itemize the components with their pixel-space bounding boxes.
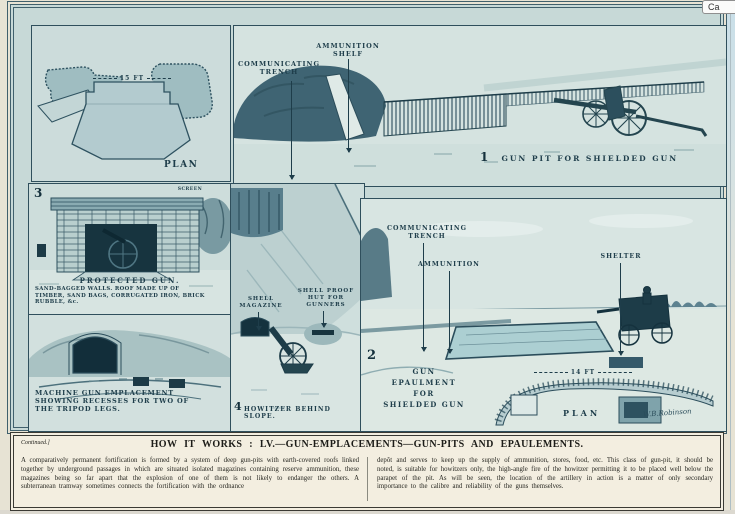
panel-plan-view: 15 FT PLAN <box>31 25 231 182</box>
machine-gun-caption: MACHINE GUN EMPLACEMENT SHOWING RECESSES… <box>35 389 189 414</box>
column-divider <box>367 457 368 501</box>
epaulment-caption: GUN EPAULMENT FOR SHIELDED GUN <box>383 367 465 409</box>
corner-button[interactable]: Ca <box>702 0 735 14</box>
panel-gun-pit: AMMUNITION SHELF COMMUNICATING TRENCH 1 … <box>233 25 727 187</box>
plan-caption: PLAN <box>164 160 199 170</box>
panel-number-1: 1 <box>480 150 489 164</box>
shell-proof-hut-arrow <box>320 311 327 328</box>
article-heading: HOW IT WORKS : LV.—GUN-EMPLACEMENTS—GUN-… <box>150 439 584 450</box>
footer-text-block: Continued.] HOW IT WORKS : LV.—GUN-EMPLA… <box>10 432 724 511</box>
panel-number-2: 2 <box>367 348 377 363</box>
epaulment-plan-label: PLAN <box>563 408 601 418</box>
page-edge-right <box>724 0 735 514</box>
shell-magazine-label: SHELL MAGAZINE <box>239 296 283 309</box>
panel-howitzer: SHELL MAGAZINE SHELL PROOF HUT FOR GUNNE… <box>230 183 365 432</box>
dimension-text: 14 FT <box>570 369 596 376</box>
dimension-text: 15 FT <box>119 75 145 82</box>
protected-gun-title: PROTECTED GUN. <box>79 276 181 285</box>
article-column-right: depôt and serves to keep up the supply o… <box>377 457 713 491</box>
panel-epaulment: COMMUNICATING TRENCH AMMUNITION SHELTER … <box>360 198 727 432</box>
illustration-plate: 15 FT PLAN <box>10 4 727 432</box>
shell-magazine-arrow <box>255 312 262 331</box>
gun-pit-caption-text: GUN PIT FOR SHIELDED GUN <box>501 154 679 163</box>
panel-number-3: 3 <box>34 186 43 200</box>
plan-dimension-15ft: 15 FT <box>90 75 174 82</box>
protected-gun-description: SAND-BAGGED WALLS. ROOF MADE UP OF TIMBE… <box>35 286 205 306</box>
howitzer-illustration <box>231 184 364 431</box>
communicating-trench-label: COMMUNICATING TRENCH <box>237 60 321 77</box>
epaulment-trench-label: COMMUNICATING TRENCH <box>387 225 467 240</box>
machine-gun-illustration <box>29 315 231 431</box>
epaulment-shelter-arrow <box>617 263 624 356</box>
plan-illustration <box>32 26 230 181</box>
protected-gun-illustration <box>29 184 231 315</box>
ammunition-shelf-label: AMMUNITION SHELF <box>316 42 380 59</box>
page-edge-bottom <box>0 510 735 514</box>
howitzer-caption: HOWITZER BEHIND SLOPE. <box>244 406 331 420</box>
shell-proof-hut-label: SHELL PROOF HUT FOR GUNNERS <box>297 288 355 308</box>
gun-pit-caption: 1 GUN PIT FOR SHIELDED GUN <box>480 146 678 165</box>
panel-machine-gun: MACHINE GUN EMPLACEMENT SHOWING RECESSES… <box>28 314 232 432</box>
panel-protected-gun: 3 SCREEN PROTECTED GUN. SAND-BAGGED WALL… <box>28 183 232 316</box>
ammunition-shelf-arrow <box>345 59 352 153</box>
panel-number-4: 4 <box>234 400 242 413</box>
article-column-left: A comparatively permanent fortification … <box>21 457 359 491</box>
continued-note: Continued.] <box>21 440 50 446</box>
screen-label: SCREEN <box>177 187 203 192</box>
communicating-trench-arrow <box>288 81 295 180</box>
epaulment-ammunition-label: AMMUNITION <box>418 261 480 268</box>
epaulment-shelter-label: SHELTER <box>600 253 642 260</box>
epaulment-plan-dimension: 14 FT <box>531 369 635 376</box>
epaulment-trench-arrow <box>420 243 427 352</box>
epaulment-ammunition-arrow <box>446 271 453 354</box>
